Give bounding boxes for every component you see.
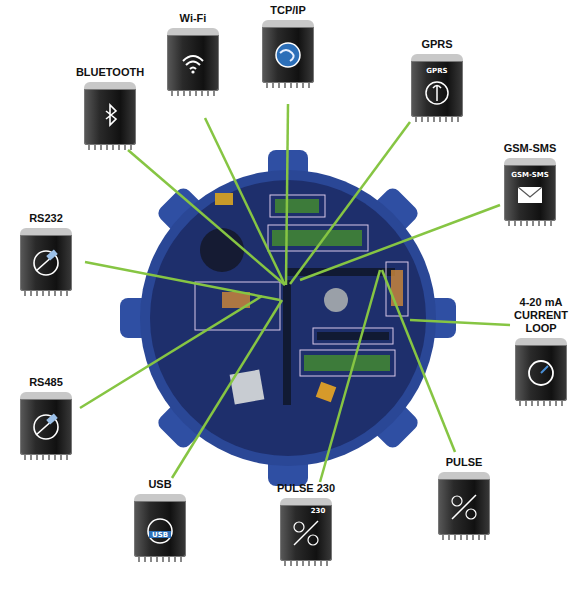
module-pins xyxy=(508,221,552,226)
module-box: RS485 xyxy=(11,376,81,460)
module-label: PULSE 230 xyxy=(266,482,346,495)
icon-symbol xyxy=(84,89,136,145)
module-label: USB xyxy=(125,478,195,491)
module-label: BLUETOOTH xyxy=(70,66,150,79)
icon-symbol xyxy=(262,27,314,83)
module-pins xyxy=(442,535,486,540)
module-icon xyxy=(20,392,72,455)
icon-symbol xyxy=(438,479,490,535)
module-box: USB USB xyxy=(125,478,195,562)
module-box: Wi-Fi xyxy=(158,12,228,96)
module-icon xyxy=(20,228,72,291)
module-pins xyxy=(519,401,563,406)
module-label: PULSE xyxy=(429,456,499,469)
module-icon xyxy=(262,20,314,83)
icon-text: USB xyxy=(134,531,186,539)
icon-symbol xyxy=(20,399,72,455)
module-icon: GSM-SMS xyxy=(504,158,556,221)
module-pins xyxy=(88,145,132,150)
module-box: PULSE 230 230 xyxy=(266,482,346,566)
module-pins xyxy=(24,455,68,460)
module-box: PULSE xyxy=(429,456,499,540)
module-box: BLUETOOTH xyxy=(70,66,150,150)
module-icon xyxy=(438,472,490,535)
icon-symbol xyxy=(515,345,567,401)
module-box: GSM-SMS GSM-SMS xyxy=(492,142,568,226)
module-box: GPRS GPRS xyxy=(402,38,472,122)
icon-text: GPRS xyxy=(411,67,463,75)
icon-symbol xyxy=(20,235,72,291)
module-pins xyxy=(24,291,68,296)
module-label: GPRS xyxy=(402,38,472,51)
module-icon xyxy=(515,338,567,401)
module-box: 4-20 mA CURRENT LOOP xyxy=(508,296,574,406)
module-box: RS232 xyxy=(11,212,81,296)
module-label: TCP/IP xyxy=(253,4,323,17)
module-box: TCP/IP xyxy=(253,4,323,88)
module-pins xyxy=(415,117,459,122)
module-icon: USB xyxy=(134,494,186,557)
icon-symbol xyxy=(134,501,186,557)
module-label: GSM-SMS xyxy=(492,142,568,155)
icon-text: 230 xyxy=(304,507,332,515)
module-pins xyxy=(284,561,328,566)
icon-symbol xyxy=(167,35,219,91)
module-label: RS232 xyxy=(11,212,81,225)
module-pins xyxy=(138,557,182,562)
module-icon: 230 xyxy=(280,498,332,561)
module-pins xyxy=(171,91,215,96)
module-icon xyxy=(84,82,136,145)
module-pins xyxy=(266,83,310,88)
module-label: 4-20 mA CURRENT LOOP xyxy=(508,296,574,335)
module-icon xyxy=(167,28,219,91)
module-label: Wi-Fi xyxy=(158,12,228,25)
module-label: RS485 xyxy=(11,376,81,389)
module-icon: GPRS xyxy=(411,54,463,117)
icon-text: GSM-SMS xyxy=(504,171,556,179)
